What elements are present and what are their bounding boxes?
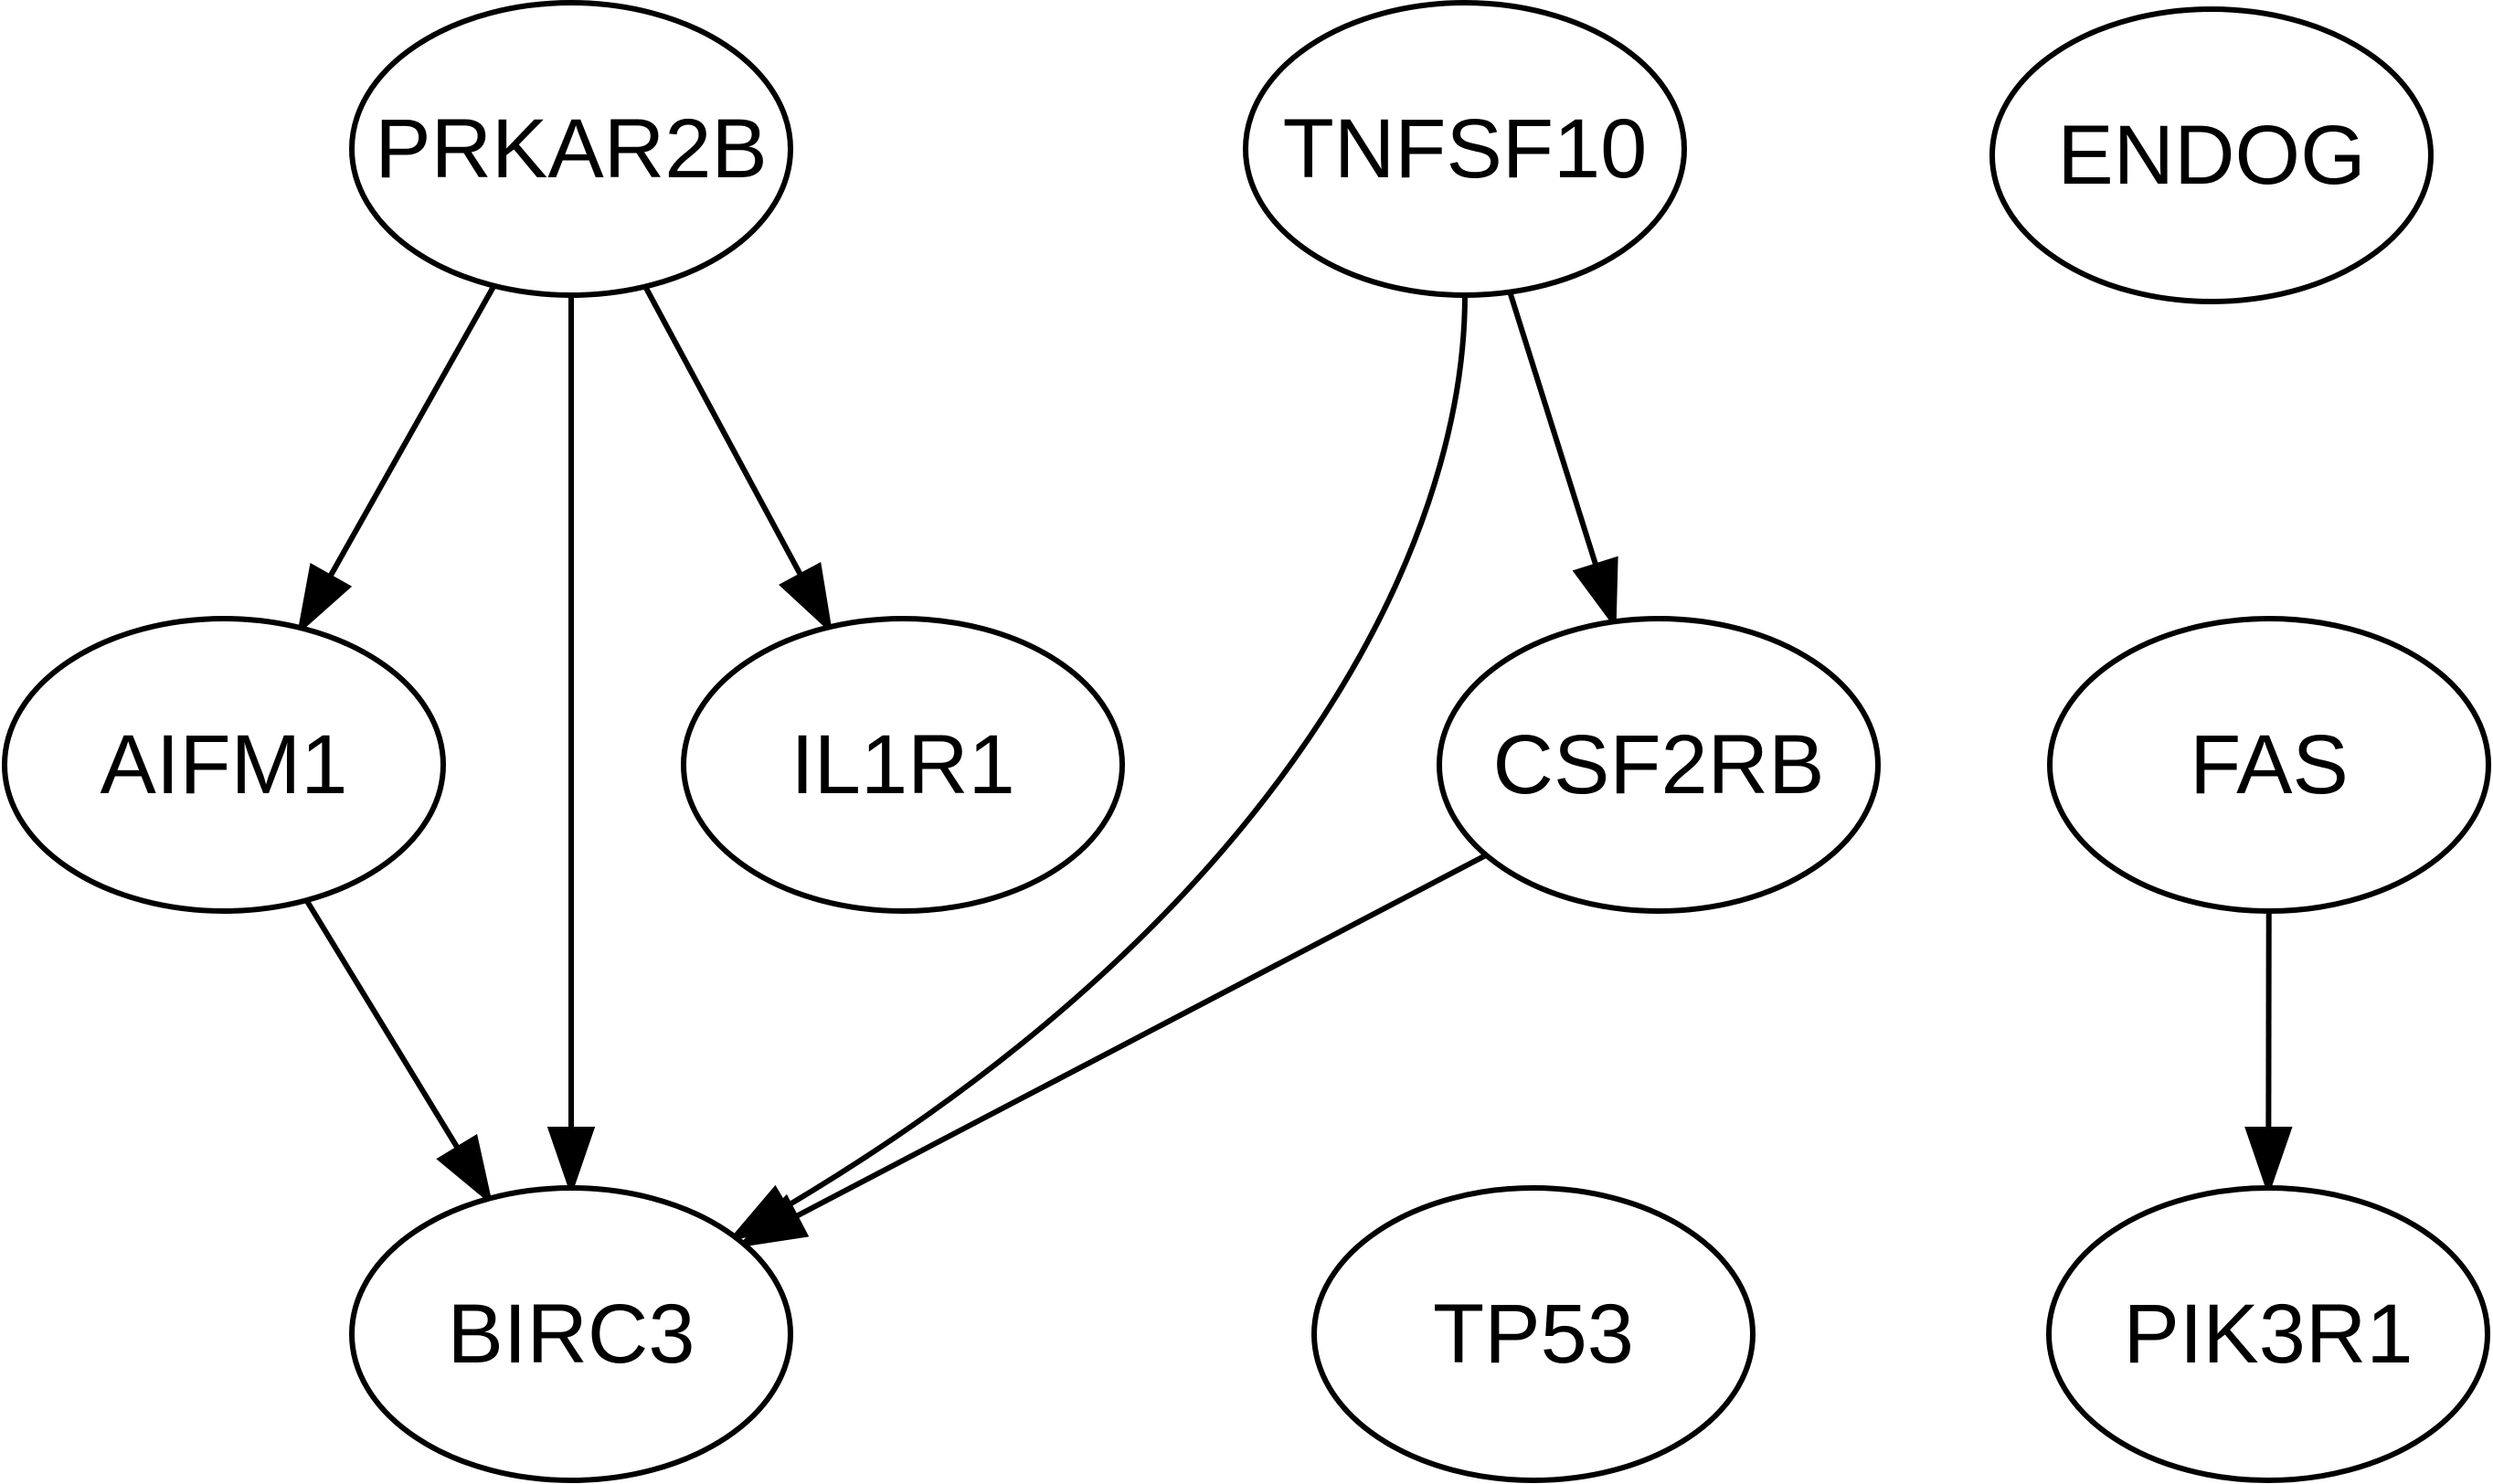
node-label: IL1R1 <box>790 718 1015 811</box>
arrowhead-icon <box>546 1127 596 1197</box>
node-label: PRKAR2B <box>375 102 768 196</box>
arrowhead-icon <box>779 561 833 635</box>
node-aifm1: AIFM1 <box>2 616 446 914</box>
node-endog: ENDOG <box>1989 6 2434 304</box>
node-ellipse <box>1437 616 1881 914</box>
node-label: TNFSF10 <box>1283 102 1648 196</box>
node-ellipse <box>2 616 446 914</box>
node-ellipse <box>681 616 1125 914</box>
node-ellipse <box>1243 0 1687 298</box>
edge-line <box>642 285 804 578</box>
node-csf2rb: CSF2RB <box>1437 616 1881 914</box>
arrowhead-icon <box>736 1193 810 1248</box>
node-label: FAS <box>2190 718 2349 811</box>
arrowhead-icon <box>436 1133 493 1206</box>
node-ellipse <box>349 0 793 298</box>
edge-aifm1-to-birc3 <box>303 898 493 1206</box>
node-ellipse <box>2047 616 2491 914</box>
edge-prkar2b-to-birc3 <box>546 295 596 1197</box>
edge-line <box>794 853 1488 1220</box>
node-birc3: BIRC3 <box>349 1185 793 1483</box>
node-label: CSF2RB <box>1493 718 1825 811</box>
edge-line <box>783 294 1468 1210</box>
edge-line <box>303 898 461 1150</box>
node-tnfsf10: TNFSF10 <box>1243 0 1687 298</box>
edge-prkar2b-to-aifm1 <box>296 284 497 636</box>
edge-line <box>1507 291 1599 567</box>
arrowhead-icon <box>296 562 353 636</box>
node-il1r1: IL1R1 <box>681 616 1125 914</box>
edge-tnfsf10-to-csf2rb <box>1507 291 1618 631</box>
node-label: BIRC3 <box>448 1288 695 1381</box>
node-ellipse <box>1989 6 2434 304</box>
node-label: PIK3R1 <box>2123 1288 2413 1381</box>
arrowhead-icon <box>2244 1126 2293 1197</box>
node-tp53: TP53 <box>1311 1185 1756 1483</box>
node-ellipse <box>2046 1185 2490 1483</box>
node-label: AIFM1 <box>101 718 348 811</box>
edge-line <box>327 284 497 578</box>
node-pik3r1: PIK3R1 <box>2046 1185 2490 1483</box>
node-fas: FAS <box>2047 616 2491 914</box>
node-prkar2b: PRKAR2B <box>349 0 793 298</box>
edge-fas-to-pik3r1 <box>2244 910 2293 1197</box>
edge-csf2rb-to-birc3 <box>736 853 1488 1248</box>
edge-prkar2b-to-il1r1 <box>642 285 833 635</box>
node-ellipse <box>1311 1185 1756 1483</box>
node-ellipse <box>349 1185 793 1483</box>
node-label: TP53 <box>1433 1288 1634 1381</box>
arrowhead-icon <box>1572 556 1618 631</box>
node-label: ENDOG <box>2057 109 2365 202</box>
edges-layer <box>296 284 2293 1248</box>
